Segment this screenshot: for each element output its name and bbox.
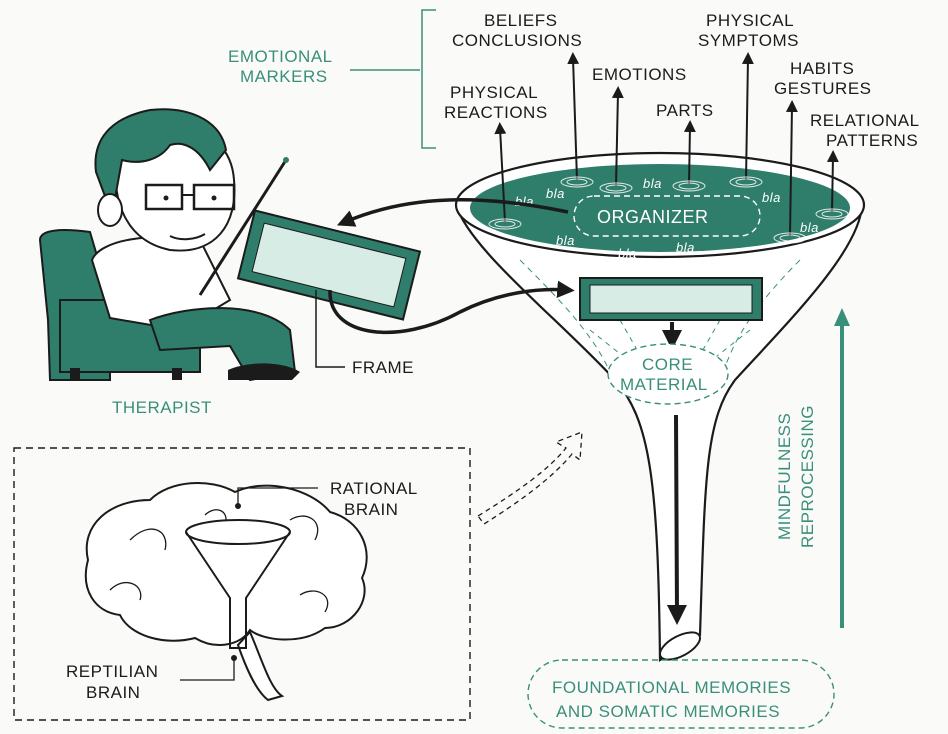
held-frame-glass <box>251 222 407 308</box>
arrow-habits <box>785 100 798 237</box>
pointer-tip <box>283 157 289 163</box>
bla-4: bla <box>762 190 781 205</box>
funnel-down-arrow <box>666 414 687 625</box>
mindfulness-line2: REPROCESSING <box>798 405 817 548</box>
emotions-label: EMOTIONS <box>592 65 687 84</box>
reptilian-leader <box>180 658 235 681</box>
foundational-memories: FOUNDATIONAL MEMORIES AND SOMATIC MEMORI… <box>527 659 835 729</box>
frame-to-funnel-arrow <box>328 280 575 335</box>
inset-to-funnel-arrow <box>477 431 583 525</box>
arrow-emotions <box>611 86 624 187</box>
therapist-shoe <box>228 363 300 380</box>
reptilian-brain-line1: REPTILIAN <box>66 662 158 681</box>
bla-6: bla <box>618 246 637 261</box>
mindfulness-arrowhead <box>834 308 850 326</box>
emotional-markers-bracket <box>421 9 436 149</box>
habits-label-line2: GESTURES <box>774 79 872 98</box>
arrow-relational-patterns <box>826 150 839 213</box>
brain-folds <box>109 509 329 613</box>
physical-reactions-label-line1: PHYSICAL <box>450 83 538 102</box>
chair-leg-left <box>70 368 80 380</box>
physical-symptoms-label-line2: SYMPTOMS <box>698 31 799 50</box>
organizer-box: ORGANIZER <box>573 195 761 237</box>
emotional-markers-line2: MARKERS <box>240 67 328 86</box>
organizer-to-therapist-arrow <box>336 198 569 227</box>
relational-patterns-label-line2: PATTERNS <box>826 131 918 150</box>
funnel-dash-inner <box>589 319 751 361</box>
therapist-label: THERAPIST <box>112 398 212 417</box>
funnel-spout-tip <box>659 631 701 661</box>
arrow-beliefs <box>567 52 580 181</box>
therapist-mouth <box>169 233 206 241</box>
rational-brain-line2: BRAIN <box>344 500 398 519</box>
marker-arrows <box>494 52 839 237</box>
therapist-figure <box>38 108 422 382</box>
therapist-eye-left <box>163 195 169 201</box>
brain-inset: RATIONAL BRAIN REPTILIAN BRAIN <box>13 447 471 721</box>
bla-8: bla <box>800 220 819 235</box>
beliefs-label-line1: BELIEFS <box>484 11 557 30</box>
brain-inset-box <box>13 447 471 721</box>
funnel-frame-glass <box>589 284 753 314</box>
physical-symptoms-label-line1: PHYSICAL <box>706 11 794 30</box>
core-material-line2: MATERIAL <box>620 375 708 394</box>
core-material: CORE MATERIAL <box>607 343 729 405</box>
arrow-physical-symptoms <box>741 52 754 181</box>
foundational-line2: AND SOMATIC MEMORIES <box>556 702 780 721</box>
arrow-parts <box>683 120 696 185</box>
reptilian-brain-line2: BRAIN <box>86 683 140 702</box>
habits-label-line1: HABITS <box>790 59 854 78</box>
relational-patterns-label-line1: RELATIONAL <box>810 111 920 130</box>
arrow-physical-reactions <box>494 122 507 223</box>
brain-outline <box>84 482 368 646</box>
funnel-frame <box>579 277 763 350</box>
organizer-outline <box>573 195 761 237</box>
foundational-outline <box>527 659 835 729</box>
rational-leader <box>237 487 318 506</box>
bla-texts: bla bla bla bla bla bla bla bla <box>515 176 819 261</box>
small-funnel-body <box>185 531 291 649</box>
glasses-right-lens <box>192 183 236 211</box>
therapist-eye-right <box>211 195 217 201</box>
glasses-left-lens <box>144 183 184 211</box>
foundational-line1: FOUNDATIONAL MEMORIES <box>552 678 791 697</box>
emotional-markers-group: EMOTIONAL MARKERS <box>228 9 436 149</box>
physical-reactions-label-line2: REACTIONS <box>444 103 548 122</box>
core-material-outline <box>607 343 729 405</box>
chair-leg-right <box>172 368 182 380</box>
pool-ripples <box>488 176 849 244</box>
frame-label: FRAME <box>352 358 414 377</box>
brain-stem <box>236 630 285 702</box>
frame-label-leader <box>315 290 345 368</box>
parts-label: PARTS <box>656 101 714 120</box>
small-funnel-rim <box>185 519 291 545</box>
bla-2: bla <box>546 186 565 201</box>
mindfulness-line1: MINDFULNESS <box>775 413 794 540</box>
emotional-markers-line1: EMOTIONAL <box>228 47 333 66</box>
therapist-hair <box>94 108 228 219</box>
bla-5: bla <box>556 233 575 248</box>
rational-brain-line1: RATIONAL <box>330 479 418 498</box>
marker-labels: BELIEFS CONCLUSIONS PHYSICAL SYMPTOMS EM… <box>444 11 920 150</box>
core-material-line1: CORE <box>642 355 693 374</box>
beliefs-label-line2: CONCLUSIONS <box>452 31 582 50</box>
organizer-label: ORGANIZER <box>597 207 709 227</box>
pointer-stick <box>198 159 288 296</box>
mindfulness-reprocessing: MINDFULNESS REPROCESSING <box>775 308 850 628</box>
therapist-ear <box>97 193 123 227</box>
bla-3: bla <box>643 176 662 191</box>
bla-7: bla <box>676 240 695 255</box>
